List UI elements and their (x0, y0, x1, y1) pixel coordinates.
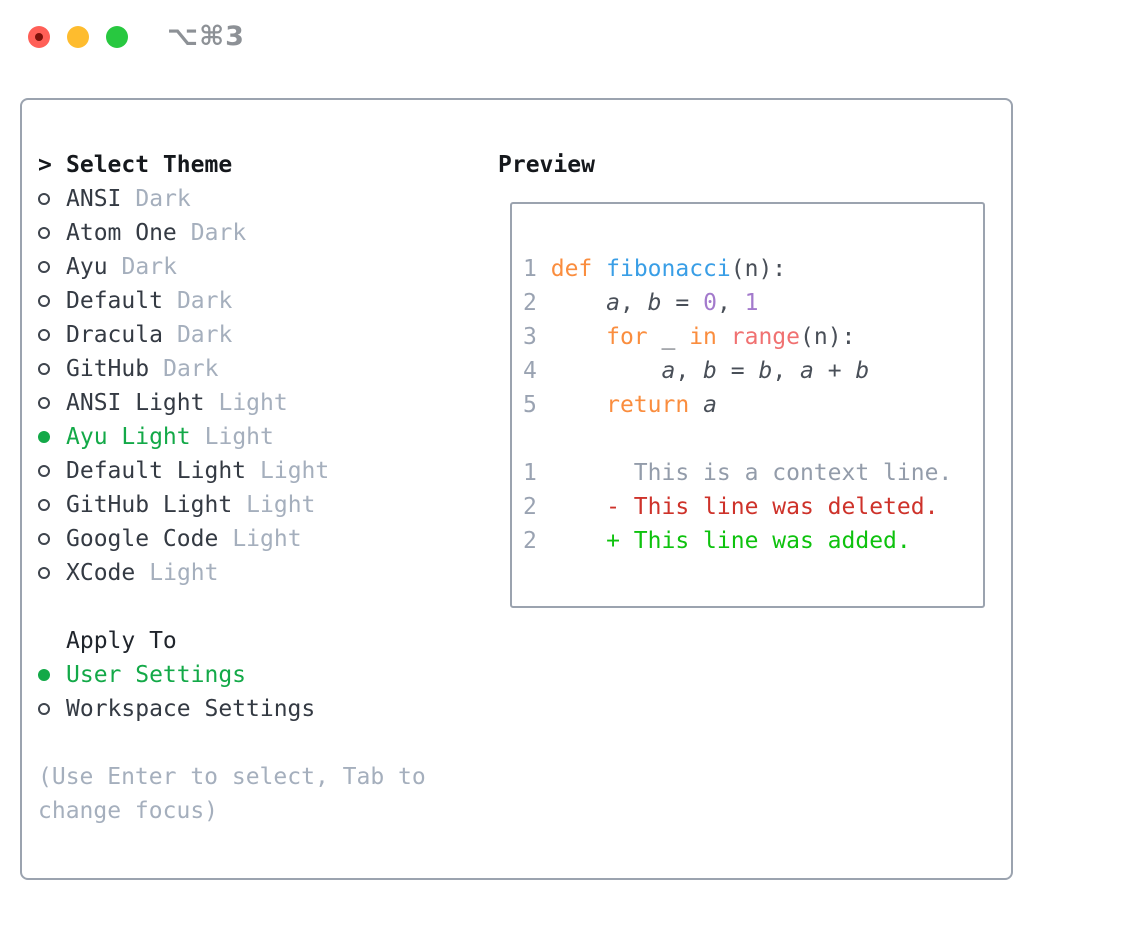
theme-name: GitHub Light (66, 492, 233, 518)
selected-radio-icon (38, 669, 66, 681)
theme-name: Ayu (66, 254, 108, 280)
radio-icon (38, 295, 66, 307)
preview-title: Preview (498, 152, 595, 178)
theme-option-ayu-light[interactable]: Ayu Light Light (38, 420, 468, 454)
theme-name: GitHub (66, 356, 150, 382)
apply-target-name: Workspace Settings (66, 696, 316, 722)
theme-option-xcode[interactable]: XCode Light (38, 556, 468, 590)
theme-name: Ayu Light (66, 424, 191, 450)
select-theme-header-row: > Select Theme (38, 148, 468, 182)
theme-variant-tag: Light (260, 458, 330, 484)
theme-name: XCode (66, 560, 136, 586)
window-shortcut-label: ⌥⌘3 (167, 21, 245, 52)
theme-option-ansi[interactable]: ANSI Dark (38, 182, 468, 216)
theme-variant-tag: Light (218, 390, 288, 416)
preview-line: 4 a, b = b, a + b (523, 358, 870, 384)
preview-line: 2 - This line was deleted. (523, 494, 939, 520)
radio-icon (38, 703, 66, 715)
theme-name: Atom One (66, 220, 177, 246)
radio-icon (38, 533, 66, 545)
theme-variant-tag: Dark (176, 322, 233, 348)
theme-option-atom-one[interactable]: Atom One Dark (38, 216, 468, 250)
radio-icon (38, 465, 66, 477)
spacer (38, 726, 468, 760)
radio-icon (38, 227, 66, 239)
theme-option-ayu[interactable]: Ayu Dark (38, 250, 468, 284)
radio-icon (38, 567, 66, 579)
hint-text: (Use Enter to select, Tab to change focu… (38, 764, 426, 824)
theme-name: Dracula (66, 322, 163, 348)
preview-line: 2 + This line was added. (523, 528, 911, 554)
minimize-button[interactable] (67, 26, 89, 48)
radio-icon (38, 193, 66, 205)
apply-to-title: Apply To (66, 628, 177, 654)
radio-icon (38, 499, 66, 511)
theme-variant-tag: Dark (163, 356, 219, 382)
theme-variant-tag: Light (149, 560, 219, 586)
spacer (38, 590, 468, 624)
focus-caret-icon: > (38, 152, 52, 178)
close-dot-icon (35, 33, 43, 41)
theme-variant-tag: Dark (121, 254, 177, 280)
preview-line: 1 def fibonacci(n): (523, 256, 787, 282)
theme-option-google-code[interactable]: Google Code Light (38, 522, 468, 556)
theme-option-github[interactable]: GitHub Dark (38, 352, 468, 386)
theme-name: ANSI (66, 186, 122, 212)
theme-option-dracula[interactable]: Dracula Dark (38, 318, 468, 352)
theme-option-default-light[interactable]: Default Light Light (38, 454, 468, 488)
apply-option-user-settings[interactable]: User Settings (38, 658, 468, 692)
zoom-button[interactable] (106, 26, 128, 48)
theme-option-ansi-light[interactable]: ANSI Light Light (38, 386, 468, 420)
theme-variant-tag: Dark (176, 288, 233, 314)
preview-line: 5 return a (523, 392, 717, 418)
selected-radio-icon (38, 431, 66, 443)
theme-variant-tag: Light (246, 492, 316, 518)
close-button[interactable] (28, 26, 50, 48)
theme-variant-tag: Dark (135, 186, 191, 212)
preview-line: 2 a, b = 0, 1 (523, 290, 759, 316)
select-theme-title: Select Theme (66, 152, 233, 178)
radio-icon (38, 261, 66, 273)
theme-name: ANSI Light (66, 390, 205, 416)
apply-target-name: User Settings (66, 662, 247, 688)
preview-line (523, 422, 983, 456)
radio-icon (38, 397, 66, 409)
theme-variant-tag: Dark (190, 220, 247, 246)
preview-box: 1 def fibonacci(n): 2 a, b = 0, 1 3 for _ … (510, 202, 985, 608)
theme-option-default[interactable]: Default Dark (38, 284, 468, 318)
theme-variant-tag: Light (232, 526, 302, 552)
radio-icon (38, 363, 66, 375)
radio-icon (38, 329, 66, 341)
preview-line: 3 for _ in range(n): (523, 324, 856, 350)
theme-option-github-light[interactable]: GitHub Light Light (38, 488, 468, 522)
theme-name: Google Code (66, 526, 219, 552)
theme-name: Default Light (66, 458, 247, 484)
theme-variant-tag: Light (204, 424, 274, 450)
apply-option-workspace-settings[interactable]: Workspace Settings (38, 692, 468, 726)
theme-name: Default (66, 288, 163, 314)
preview-line: 1 This is a context line. (523, 460, 953, 486)
apply-to-header-row: Apply To (38, 624, 468, 658)
